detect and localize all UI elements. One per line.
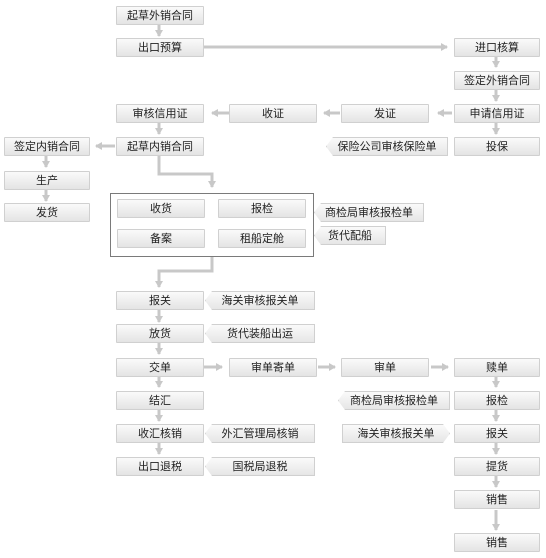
node-audit-docs[interactable]: 审单 bbox=[341, 358, 429, 377]
tag-forwarder-loading: 货代装船出运 bbox=[205, 324, 315, 343]
tag-commerce-inspection-1: 商检局审核报检单 bbox=[314, 203, 424, 222]
arrow-group-to-declare bbox=[155, 257, 214, 288]
tag-customs-audit-2: 海关审核报关单 bbox=[342, 424, 450, 443]
node-apply-lc[interactable]: 申请信用证 bbox=[454, 104, 540, 123]
node-customs-declare-1[interactable]: 报关 bbox=[116, 291, 204, 310]
node-draft-export-contract[interactable]: 起草外销合同 bbox=[116, 6, 204, 25]
node-sign-foreign-contract[interactable]: 签定外销合同 bbox=[454, 71, 540, 90]
node-customs-declare-2[interactable]: 报关 bbox=[454, 424, 540, 443]
node-settle-fx[interactable]: 结汇 bbox=[116, 391, 204, 410]
arrow-domestic-to-group bbox=[157, 156, 216, 188]
node-audit-lc[interactable]: 审核信用证 bbox=[116, 104, 204, 123]
node-sales-1[interactable]: 销售 bbox=[454, 490, 540, 509]
node-audit-send-docs[interactable]: 审单寄单 bbox=[229, 358, 317, 377]
node-submit-docs[interactable]: 交单 bbox=[116, 358, 204, 377]
node-inspection[interactable]: 报检 bbox=[218, 199, 306, 218]
tag-customs-audit-1: 海关审核报关单 bbox=[205, 291, 315, 310]
node-insure[interactable]: 投保 bbox=[454, 137, 540, 156]
node-record-filing[interactable]: 备案 bbox=[117, 229, 205, 248]
node-receive-goods[interactable]: 收货 bbox=[117, 199, 205, 218]
node-export-tax-refund[interactable]: 出口退税 bbox=[116, 457, 204, 476]
node-receive-lc[interactable]: 收证 bbox=[229, 104, 317, 123]
node-charter-ship[interactable]: 租船定舱 bbox=[218, 229, 306, 248]
node-export-budget[interactable]: 出口预算 bbox=[116, 38, 204, 57]
tag-forwarder-ship: 货代配船 bbox=[314, 226, 386, 245]
node-sales-2[interactable]: 销售 bbox=[454, 533, 540, 552]
node-sign-domestic-contract[interactable]: 签定内销合同 bbox=[4, 137, 90, 156]
tag-insurer-audit: 保险公司审核保险单 bbox=[326, 137, 448, 156]
node-draft-domestic-contract[interactable]: 起草内销合同 bbox=[116, 137, 204, 156]
tag-tax-bureau-refund: 国税局退税 bbox=[205, 457, 315, 476]
node-delivery[interactable]: 发货 bbox=[4, 203, 90, 222]
tag-fx-bureau-verify: 外汇管理局核销 bbox=[205, 424, 315, 443]
node-release-goods[interactable]: 放货 bbox=[116, 324, 204, 343]
node-inspection-2[interactable]: 报检 bbox=[454, 391, 540, 410]
node-import-accounting[interactable]: 进口核算 bbox=[454, 38, 540, 57]
node-production[interactable]: 生产 bbox=[4, 171, 90, 190]
node-redeem-docs[interactable]: 赎单 bbox=[454, 358, 540, 377]
node-issue-lc[interactable]: 发证 bbox=[341, 104, 429, 123]
tag-commerce-inspection-2: 商检局审核报检单 bbox=[338, 391, 450, 410]
node-pickup-goods[interactable]: 提货 bbox=[454, 457, 540, 476]
node-fx-verification[interactable]: 收汇核销 bbox=[116, 424, 204, 443]
